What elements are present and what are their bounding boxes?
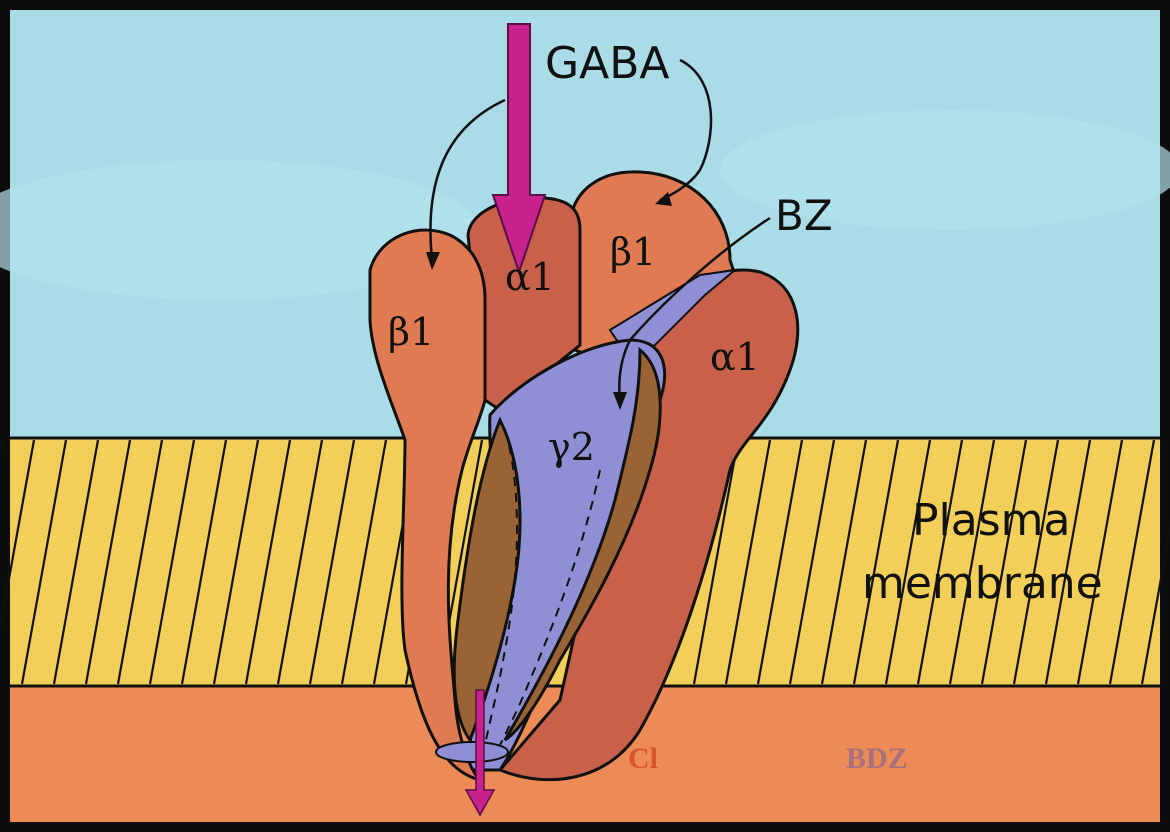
bdz-label: BDZ	[846, 742, 908, 775]
alpha1-top-label: α1	[505, 255, 555, 299]
bz-label: BZ	[775, 191, 833, 240]
plasma-label: Plasma	[912, 495, 1070, 546]
chloride-label: Cl	[628, 742, 658, 775]
pore-opening	[436, 742, 508, 762]
membrane-label: membrane	[862, 558, 1103, 609]
beta1-right-label: β1	[610, 230, 656, 274]
beta1-left-label: β1	[388, 310, 434, 354]
alpha1-right-label: α1	[710, 335, 760, 379]
gamma2-label: γ2	[548, 425, 595, 469]
gaba-label: GABA	[545, 38, 669, 89]
